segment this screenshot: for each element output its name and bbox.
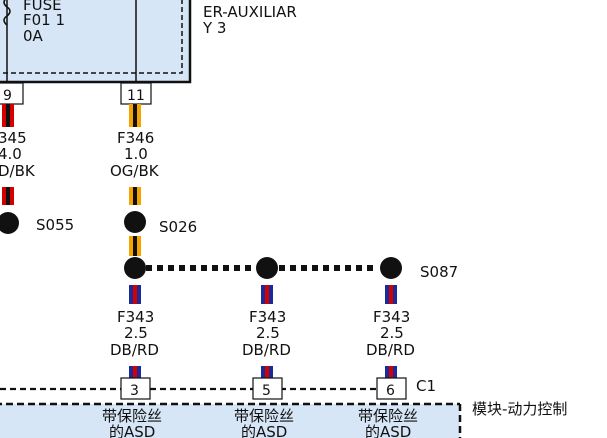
wire-stripe-tracer: [389, 366, 393, 380]
splice-label-s026: S026: [159, 218, 197, 236]
module-body: [0, 404, 460, 438]
module-pin-label-line2: 的ASD: [109, 423, 155, 438]
pin-box: [376, 377, 407, 400]
pin-number: 3: [130, 383, 139, 399]
connector-pin-5: 5: [252, 377, 283, 400]
wire-stripe-tracer: [133, 285, 137, 304]
module-pin-label-line1: 带保险丝: [234, 407, 294, 425]
connector-c1-label: C1: [416, 377, 436, 395]
wire-color: OG/BK: [110, 162, 160, 180]
top-pin-9: 9: [0, 82, 24, 105]
splice-bus-s087: S087: [124, 257, 458, 281]
aux-label-line1: ER-AUXILIAR: [203, 3, 297, 21]
wire-code: F343: [117, 308, 154, 326]
module-pin-label-line1: 带保险丝: [102, 407, 162, 425]
bus-node: [124, 257, 146, 279]
module-pin-label-line2: 的ASD: [241, 423, 287, 438]
wire-color: D/BK: [0, 162, 36, 180]
wire-code: 345: [0, 129, 27, 147]
aux-label-line2: Y 3: [202, 19, 226, 37]
wire-color: DB/RD: [110, 341, 159, 359]
wire-left-top: 345 4.0 D/BK: [0, 104, 36, 205]
pin-number: 11: [127, 88, 145, 104]
wire-stripe-tracer: [389, 285, 393, 304]
wire-stripe-tracer: [265, 366, 269, 380]
top-box-body: [0, 0, 192, 84]
splice-label-s087: S087: [420, 263, 458, 281]
fuse-symbol: [3, 0, 11, 26]
bus-node: [380, 257, 402, 279]
wire-color: DB/RD: [242, 341, 291, 359]
wire-stripe-tracer: [133, 366, 137, 380]
wire-gauge: 2.5: [380, 324, 404, 342]
wire-gauge: 4.0: [0, 145, 22, 163]
wire-stripe-tracer: [133, 104, 137, 127]
wire-code: F346: [117, 129, 154, 147]
fuse-label-line3: 0A: [23, 27, 44, 45]
fuse-label-line1: FUSE: [23, 0, 62, 14]
fuse-label-line2: F01 1: [23, 11, 65, 29]
top-pin-11: 11: [120, 82, 152, 105]
wire-stripe-tracer: [6, 187, 10, 205]
module-power-control: 模块-动力控制 带保险丝 的ASD 带保险丝 的ASD 带保险丝 的ASD: [0, 400, 567, 438]
wire-bottom-2: F343 2.5 DB/RD: [242, 285, 291, 380]
wire-code: F343: [373, 308, 410, 326]
module-pin-label-line1: 带保险丝: [358, 407, 418, 425]
connector-pin-6: 6: [376, 377, 407, 400]
pin-number: 6: [386, 383, 395, 399]
wire-stripe-tracer: [6, 104, 10, 127]
pin-box: [120, 377, 151, 400]
splice-dot-s026: [124, 211, 146, 233]
wire-stripe-tracer: [265, 285, 269, 304]
pin-box: [252, 377, 283, 400]
pin-number: 5: [262, 383, 271, 399]
wire-stripe-tracer: [133, 187, 137, 205]
wire-gauge: 1.0: [124, 145, 148, 163]
splice-dot-s055: [0, 212, 19, 234]
pin-number: 9: [3, 88, 12, 104]
wire-bottom-3: F343 2.5 DB/RD: [366, 285, 415, 380]
bus-node: [256, 257, 278, 279]
wire-stripe-tracer: [133, 236, 137, 256]
module-label: 模块-动力控制: [472, 400, 567, 418]
wire-gauge: 2.5: [256, 324, 280, 342]
module-pin-label-line2: 的ASD: [365, 423, 411, 438]
wire-code: F343: [249, 308, 286, 326]
top-box-inner-dashed: [0, 0, 183, 74]
connector-pin-3: 3: [120, 377, 151, 400]
wire-middle-top: F346 1.0 OG/BK: [110, 104, 160, 256]
splice-label-s055: S055: [36, 216, 74, 234]
wire-bottom-1: F343 2.5 DB/RD: [110, 285, 159, 380]
wire-color: DB/RD: [366, 341, 415, 359]
top-component-box: FUSE F01 1 0A ER-AUXILIAR Y 3: [0, 0, 297, 84]
wire-gauge: 2.5: [124, 324, 148, 342]
